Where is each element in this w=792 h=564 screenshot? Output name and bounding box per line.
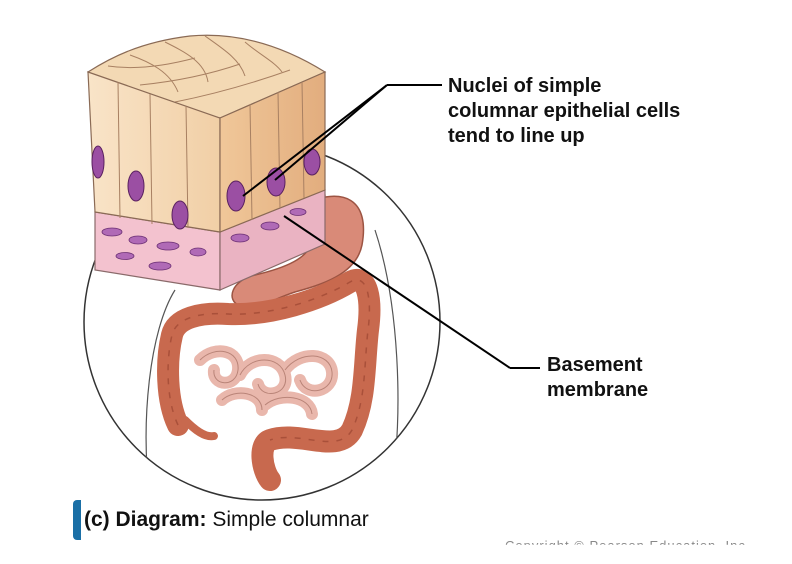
basement-membrane-label: Basement membrane bbox=[547, 353, 747, 403]
basement-nuclei bbox=[101, 208, 307, 271]
caption-tab-marker bbox=[73, 500, 81, 540]
caption-text: Simple columnar bbox=[212, 508, 369, 531]
caption-prefix: (c) Diagram: bbox=[84, 508, 207, 531]
figure-caption: (c) Diagram: Simple columnar bbox=[84, 508, 369, 532]
nuclei-label: Nuclei of simple columnar epithelial cel… bbox=[448, 74, 788, 149]
columnar-cells-side bbox=[219, 71, 326, 233]
basement-label-line-1: Basement bbox=[547, 354, 643, 376]
epithelium-block bbox=[86, 34, 327, 291]
nuclei-label-line-1: Nuclei of simple bbox=[448, 75, 602, 97]
leader-lines bbox=[242, 84, 540, 369]
columnar-nuclei bbox=[91, 145, 321, 230]
nuclei-label-line-3: tend to line up bbox=[448, 125, 585, 147]
nuclei-label-line-2: columnar epithelial cells bbox=[448, 100, 681, 122]
basement-label-line-2: membrane bbox=[547, 379, 649, 401]
copyright-notice: Copyright © Pearson Education, Inc. bbox=[505, 538, 751, 553]
